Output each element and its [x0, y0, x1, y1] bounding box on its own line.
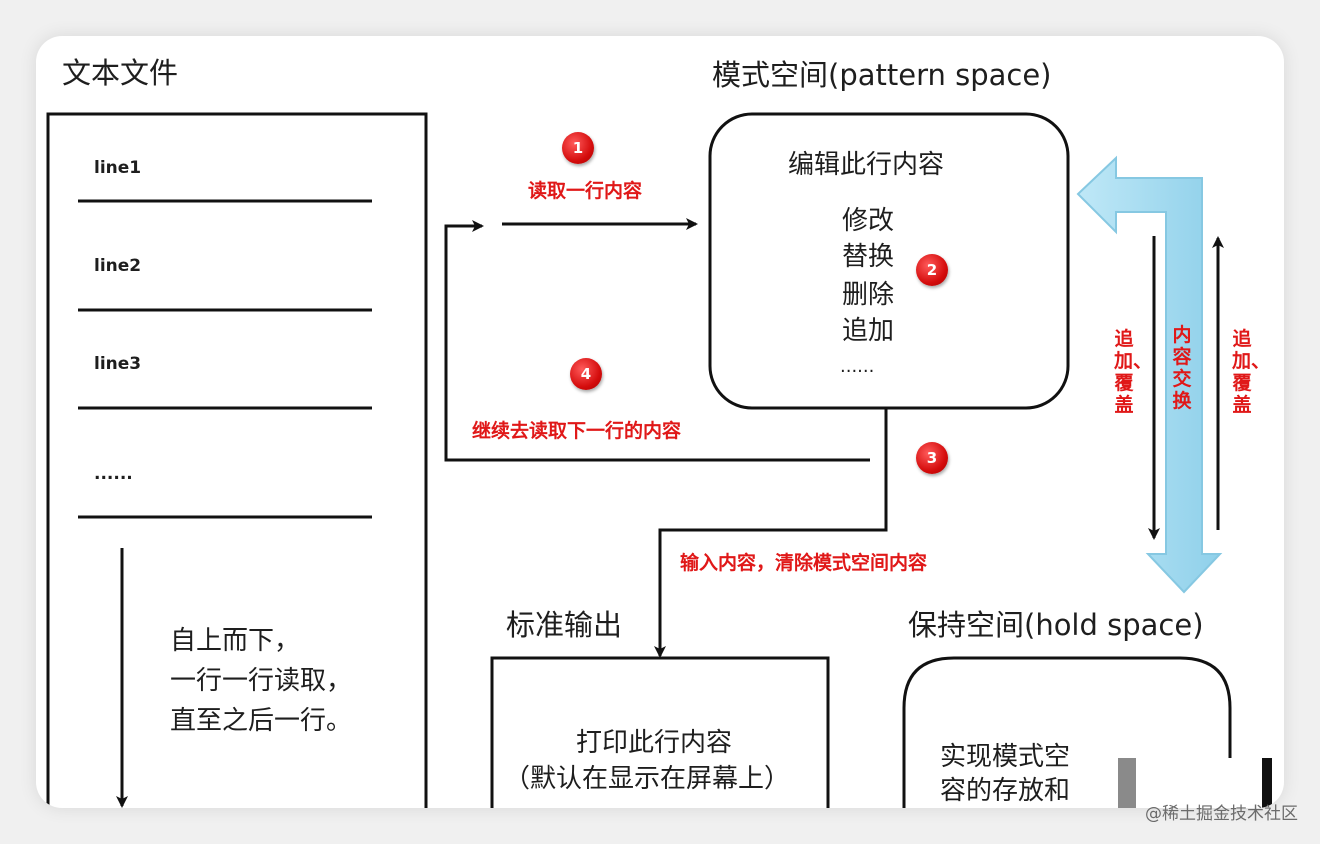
op-append: 追加: [842, 316, 895, 346]
op-delete: 删除: [842, 280, 895, 310]
occluding-block: [1118, 758, 1272, 808]
watermark: @稀土掘金技术社区: [1145, 804, 1298, 824]
step-1-badge: 1: [562, 132, 594, 164]
output-arrow: [654, 408, 888, 658]
hold-space-title: 保持空间(hold space): [908, 608, 1204, 642]
hold-space-box: [902, 656, 1232, 808]
text-file-box: [46, 112, 428, 808]
line4-label: ......: [94, 464, 133, 484]
diagram-card: 文本文件 line1 line2 line3 ...... 自上而下， 一行一行…: [36, 36, 1284, 808]
op-modify: 修改: [842, 206, 895, 236]
stdout-line-1: 打印此行内容: [576, 728, 733, 758]
pattern-box-title: 编辑此行内容: [788, 150, 945, 180]
step-3-badge: 3: [916, 442, 948, 474]
line2-label: line2: [94, 256, 142, 276]
stdout-box: [490, 656, 830, 808]
line1-label: line1: [94, 158, 142, 178]
pattern-space-box: [708, 112, 1070, 410]
exchange-arrow: [1076, 155, 1223, 594]
append-right-label: 追加、覆盖: [1232, 328, 1271, 416]
append-left-label: 追加、覆盖: [1114, 328, 1153, 416]
op-replace: 替换: [842, 242, 895, 272]
stdout-title: 标准输出: [506, 608, 623, 642]
text-file-title: 文本文件: [62, 56, 179, 90]
op-more: ......: [840, 356, 875, 377]
exchange-label: 内容交换: [1172, 324, 1192, 412]
step-1-label: 读取一行内容: [528, 180, 643, 202]
loop-arrow: [444, 220, 870, 462]
step-3-label: 输入内容，清除模式空间内容: [680, 552, 928, 574]
text-file-note-3: 直至之后一行。: [170, 706, 353, 736]
text-file-note-2: 一行一行读取，: [170, 666, 353, 696]
line3-label: line3: [94, 354, 142, 374]
hold-space-line-2: 容的存放和: [940, 776, 1071, 806]
stdout-line-2: （默认在显示在屏幕上）: [504, 764, 791, 794]
hold-space-line-1: 实现模式空: [940, 742, 1071, 772]
occluding-block-edge: [1118, 758, 1136, 808]
step-4-label: 继续去读取下一行的内容: [472, 420, 682, 442]
pattern-space-title: 模式空间(pattern space): [712, 58, 1052, 92]
occluding-block-bar: [1262, 758, 1272, 808]
step-4-badge: 4: [570, 358, 602, 390]
diagram-lines: [46, 112, 1272, 808]
step-2-badge: 2: [916, 254, 948, 286]
text-file-note-1: 自上而下，: [170, 626, 301, 656]
